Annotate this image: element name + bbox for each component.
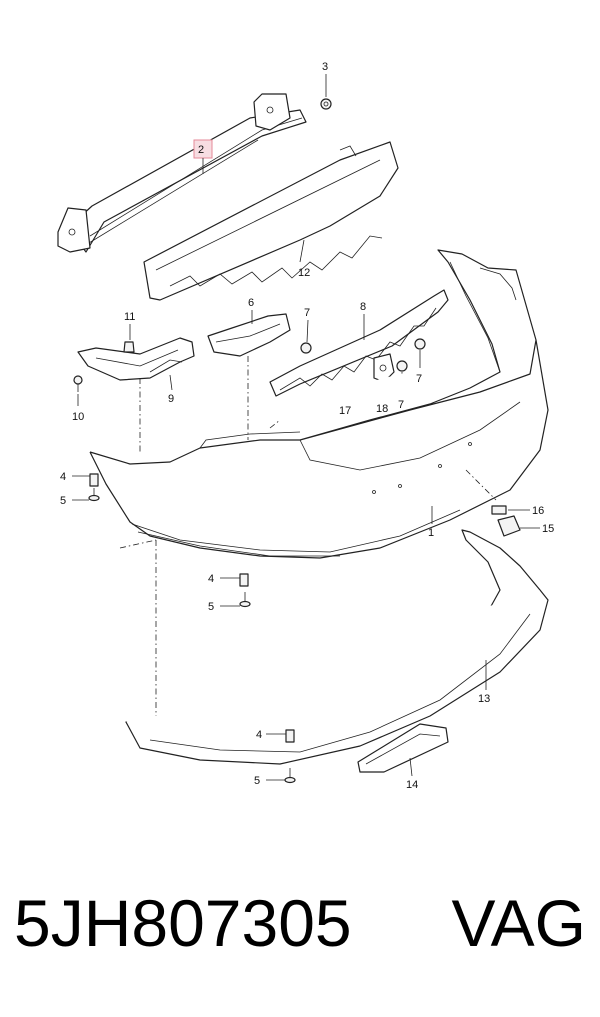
callout-15: 15: [542, 523, 554, 535]
clip-part-11: [123, 324, 135, 353]
callout-4a: 4: [60, 471, 66, 483]
callout-10: 10: [72, 411, 84, 423]
callout-7c: 7: [398, 399, 404, 411]
screw-part-10: [73, 375, 83, 406]
callout-3: 3: [322, 61, 328, 73]
assembly-guide-lines: [119, 356, 497, 716]
trim-part-14: [357, 723, 449, 777]
callout-11: 11: [124, 311, 135, 323]
callout-4c: 4: [256, 729, 262, 741]
callout-8: 8: [360, 301, 366, 313]
callout-4b: 4: [208, 573, 214, 585]
impact-beam-part: [57, 93, 307, 253]
mounting-strip-part-8: [269, 289, 449, 397]
callout-13: 13: [478, 693, 490, 705]
nut-part-3: [320, 74, 332, 110]
callout-18: 18: [376, 403, 388, 415]
sensor-part-16: [491, 505, 530, 515]
callout-5c: 5: [254, 775, 260, 787]
callout-7b: 7: [416, 373, 422, 385]
callout-9: 9: [168, 393, 174, 405]
nut-part-7: [300, 319, 426, 394]
callout-17: 17: [339, 405, 351, 417]
callout-12: 12: [298, 267, 310, 279]
callout-labels: 2 3 12 11 6 7 8 7 7 18 17 9 10 4 5 1 16 …: [60, 61, 554, 791]
lower-spoiler-part: [125, 529, 549, 765]
guide-bracket-part-6: [207, 310, 291, 357]
callout-5b: 5: [208, 601, 214, 613]
bumper-cover-part: [89, 249, 549, 559]
callout-1: 1: [428, 527, 434, 539]
brand-label: VAG: [451, 886, 586, 960]
part-number-label: 5JH807305: [14, 886, 352, 960]
clip-and-screw-group: [72, 473, 296, 784]
energy-absorber-part: [143, 141, 399, 301]
callout-2: 2: [198, 144, 204, 156]
callout-5a: 5: [60, 495, 66, 507]
callout-16: 16: [532, 505, 544, 517]
callout-7a: 7: [304, 307, 310, 319]
left-side-bracket-part: [77, 337, 195, 391]
callout-6: 6: [248, 297, 254, 309]
sensor-part-15: [497, 515, 540, 537]
callout-14: 14: [406, 779, 418, 791]
exploded-parts-diagram: 2 3 12 11 6 7 8 7 7 18 17 9 10 4 5 1 16 …: [57, 61, 554, 791]
